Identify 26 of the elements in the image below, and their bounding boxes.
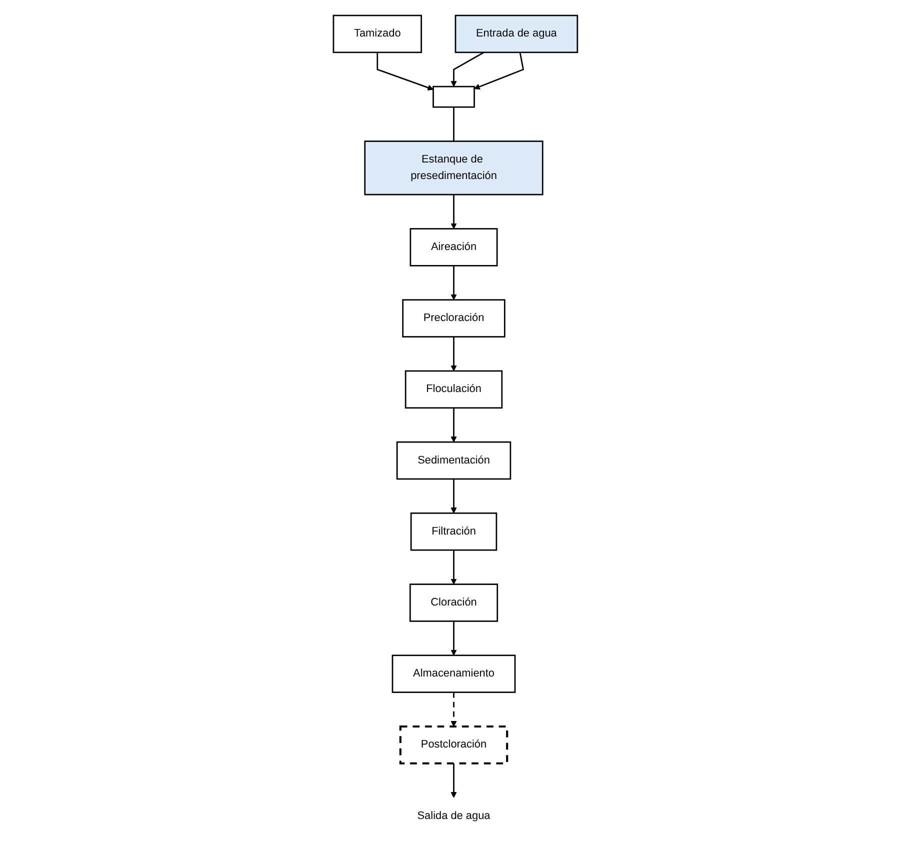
node-box: Entrada de agua bbox=[454, 14, 578, 54]
node-box: Tamizado bbox=[332, 14, 422, 54]
node-box: Aireación bbox=[410, 228, 498, 266]
node-box bbox=[432, 86, 475, 108]
arrow bbox=[450, 621, 457, 656]
node-box: Estanque de presedimentación bbox=[364, 140, 544, 196]
arrow bbox=[450, 194, 457, 230]
node-text: Salida de agua bbox=[417, 810, 490, 822]
arrow bbox=[450, 266, 457, 300]
arrow bbox=[450, 408, 457, 442]
arrow bbox=[450, 336, 457, 372]
arrow bbox=[450, 52, 484, 87]
arrow bbox=[474, 52, 524, 90]
node-box: Postcloración bbox=[399, 725, 508, 764]
node-box: Floculación bbox=[404, 370, 503, 409]
node-box: Sedimentación bbox=[396, 441, 512, 480]
arrow bbox=[376, 52, 434, 90]
arrow bbox=[450, 479, 457, 514]
connector bbox=[453, 107, 454, 142]
arrow bbox=[450, 763, 457, 798]
node-box: Filtración bbox=[410, 512, 498, 551]
arrow bbox=[450, 692, 457, 727]
node-box: Almacenamiento bbox=[392, 654, 516, 693]
node-box: Cloración bbox=[410, 584, 498, 622]
node-box: Precloración bbox=[402, 299, 506, 338]
arrow bbox=[450, 550, 457, 585]
